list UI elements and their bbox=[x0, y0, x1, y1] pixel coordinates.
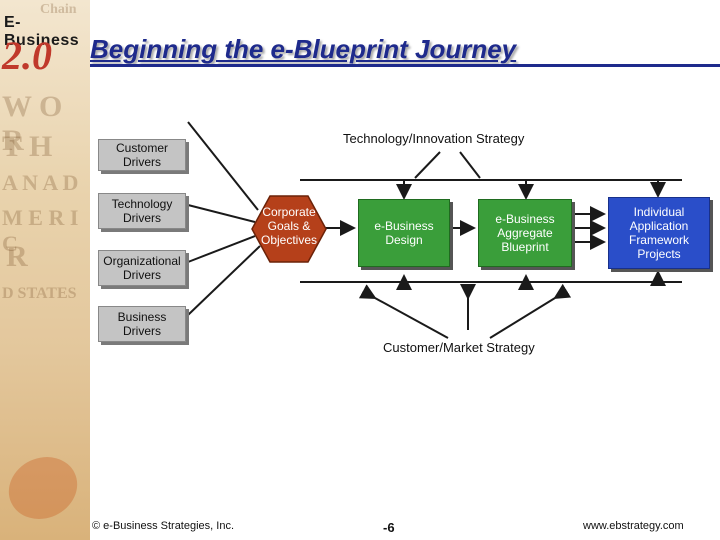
page-title: Beginning the e-Blueprint Journey bbox=[90, 34, 517, 64]
top-strategy-line bbox=[459, 151, 481, 179]
corporate-goals-label: Corporate Goals & Objectives bbox=[260, 205, 318, 247]
sidebar-word: T H bbox=[2, 130, 53, 163]
title-divider bbox=[90, 64, 720, 67]
sidebar-word: W O R bbox=[2, 90, 63, 157]
page-number: -6 bbox=[383, 520, 395, 535]
copyright-text: © e-Business Strategies, Inc. bbox=[92, 520, 235, 532]
individual-application-projects-box: Individual Application Framework Project… bbox=[608, 197, 710, 269]
bottom-strategy-line bbox=[358, 284, 449, 339]
business-drivers-box: Business Drivers bbox=[98, 306, 186, 342]
technology-innovation-strategy-label: Technology/Innovation Strategy bbox=[343, 131, 525, 146]
organizational-drivers-box: Organizational Drivers bbox=[98, 250, 186, 286]
logo-number: 2.0 bbox=[2, 33, 52, 78]
sidebar-word: A N A D bbox=[2, 170, 79, 195]
bottom-strategy-line bbox=[489, 283, 572, 339]
customer-drivers-box: Customer Drivers bbox=[98, 139, 186, 171]
driver-line bbox=[187, 204, 256, 223]
driver-line bbox=[187, 245, 261, 316]
sidebar-word: Chain bbox=[40, 2, 77, 17]
sidebar-word: D STATES bbox=[2, 285, 77, 302]
sidebar-word: M E R I C bbox=[2, 205, 79, 256]
sidebar-decoration: Chain W O R T H A N A D M E R I C R D ST… bbox=[0, 0, 90, 540]
customer-market-strategy-label: Customer/Market Strategy bbox=[383, 340, 535, 355]
corporate-goals-hexagon bbox=[251, 195, 327, 263]
ebusiness-aggregate-blueprint-box: e-Business Aggregate Blueprint bbox=[478, 199, 572, 267]
technology-drivers-box: Technology Drivers bbox=[98, 193, 186, 229]
ebusiness-design-box: e-Business Design bbox=[358, 199, 450, 267]
top-strategy-line bbox=[414, 151, 441, 179]
sidebar-word: R bbox=[6, 240, 28, 273]
driver-line bbox=[187, 235, 256, 263]
website-link[interactable]: www.ebstrategy.com bbox=[583, 520, 684, 532]
logo-text: E-Business bbox=[4, 14, 80, 49]
driver-line bbox=[187, 121, 259, 211]
